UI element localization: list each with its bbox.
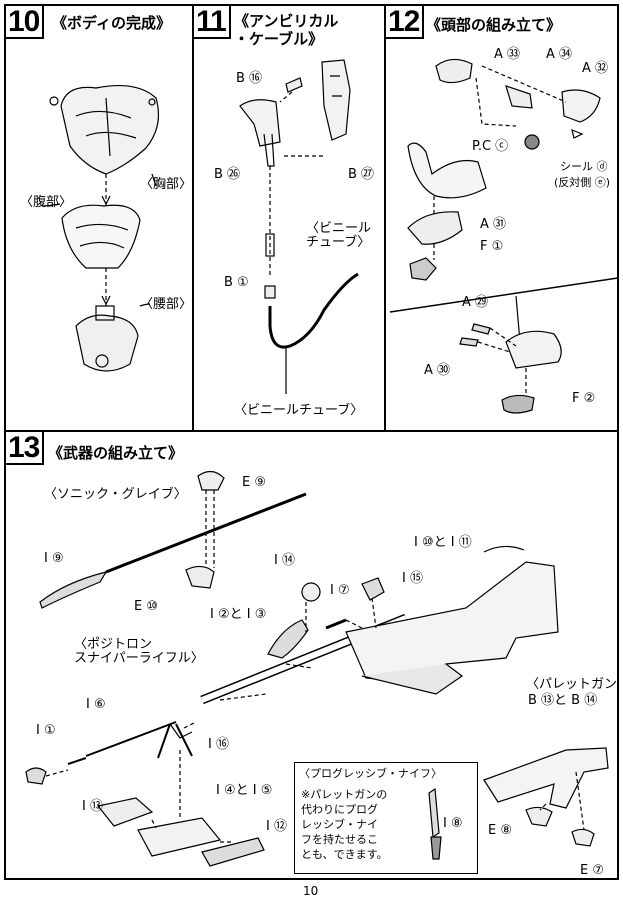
step-12-panel: 12 《頭部の組み立て》 [384, 4, 619, 432]
step-11-number: 11 [194, 6, 231, 39]
step-12-number: 12 [386, 6, 425, 39]
label-seal-reverse: (反対側 ⓔ) [554, 176, 611, 189]
step-13-number: 13 [6, 432, 45, 465]
label-e7: E ⑦ [580, 863, 605, 878]
label-a32: A ㉜ [582, 61, 609, 76]
step-12-title: 《頭部の組み立て》 [426, 16, 562, 34]
label-i6: I ⑥ [86, 697, 106, 712]
label-a34: A ㉞ [546, 47, 573, 62]
label-i10-11: I ⑩と I ⑪ [414, 535, 472, 550]
label-e9: E ⑨ [242, 475, 267, 490]
label-pc: P.C ⓒ [472, 139, 509, 154]
label-vinyl-tube-short: 〈ビニール チューブ〉 [306, 221, 372, 250]
label-i16: I ⑯ [208, 737, 229, 752]
label-pallet-gun: 〈パレットガン〉 [526, 677, 618, 692]
progressive-knife-note: 〈プログレッシブ・ナイフ〉 ※パレットガンの 代わりにプログ レッシブ・ナイ フ… [294, 762, 478, 874]
label-a29: A ㉙ [462, 295, 489, 310]
label-i12: I ⑫ [266, 819, 287, 834]
step-10-number: 10 [6, 6, 45, 39]
label-a30: A ㉚ [424, 363, 451, 378]
note-title: 〈プログレッシブ・ナイフ〉 [299, 767, 442, 780]
step-12-diagram [389, 58, 617, 414]
step-11-title: 《アンビリカル ・ケーブル》 [234, 12, 339, 48]
label-e8: E ⑧ [488, 823, 513, 838]
label-b13-14: B ⑬と B ⑭ [528, 693, 598, 708]
label-b27: B ㉗ [348, 167, 375, 182]
step-13-diagram [25, 470, 609, 867]
label-i14: I ⑭ [274, 553, 295, 568]
label-i15: I ⑮ [402, 571, 423, 586]
page-number: 10 [303, 884, 319, 898]
label-b26: B ㉖ [214, 167, 241, 182]
label-abdomen: 〈腹部〉 [20, 195, 73, 210]
label-a33: A ㉝ [494, 47, 521, 62]
label-i13: I ⑬ [82, 799, 103, 814]
label-vinyl-tube-long: 〈ビニールチューブ〉 [234, 403, 364, 418]
label-chest: 〈胸部〉 [140, 177, 193, 192]
label-waist: 〈腰部〉 [140, 297, 193, 312]
label-i4-5: I ④と I ⑤ [216, 783, 273, 798]
step-11-panel: 11 《アンビリカル ・ケーブル》 B ⑯ B ㉖ B ㉗ 〈ビニール チューブ… [192, 4, 386, 432]
step-13-title: 《武器の組み立て》 [48, 444, 184, 462]
label-seal: シール ⓓ [560, 160, 608, 173]
label-f1: F ① [480, 239, 504, 254]
label-i2-3: I ②と I ③ [210, 607, 267, 622]
label-b1: B ① [224, 275, 249, 290]
step-11-diagram [239, 59, 359, 394]
step-13-panel: 13 《武器の組み立て》 [4, 430, 619, 880]
label-f2: F ② [572, 391, 596, 406]
label-positron: 〈ポジトロン スナイパーライフル〉 [74, 637, 204, 666]
note-part: I ⑧ [443, 816, 463, 831]
label-a31: A ㉛ [480, 217, 507, 232]
label-i9: I ⑨ [44, 551, 64, 566]
label-i7: I ⑦ [330, 583, 350, 598]
label-e10: E ⑩ [134, 599, 159, 614]
knife-icon [428, 787, 442, 860]
step-10-diagram [41, 84, 159, 372]
note-text: ※パレットガンの 代わりにプログ レッシブ・ナイ フを持たせるこ とも、できます… [301, 788, 388, 861]
step-10-panel: 10 《ボディの完成》 〈胸部〉 〈腹部〉 〈腰部〉 [4, 4, 194, 432]
label-b16: B ⑯ [236, 71, 263, 86]
step-10-title: 《ボディの完成》 [52, 14, 171, 32]
label-sonic-glaive: 〈ソニック・グレイブ〉 [44, 487, 187, 502]
label-i1: I ① [36, 723, 56, 738]
